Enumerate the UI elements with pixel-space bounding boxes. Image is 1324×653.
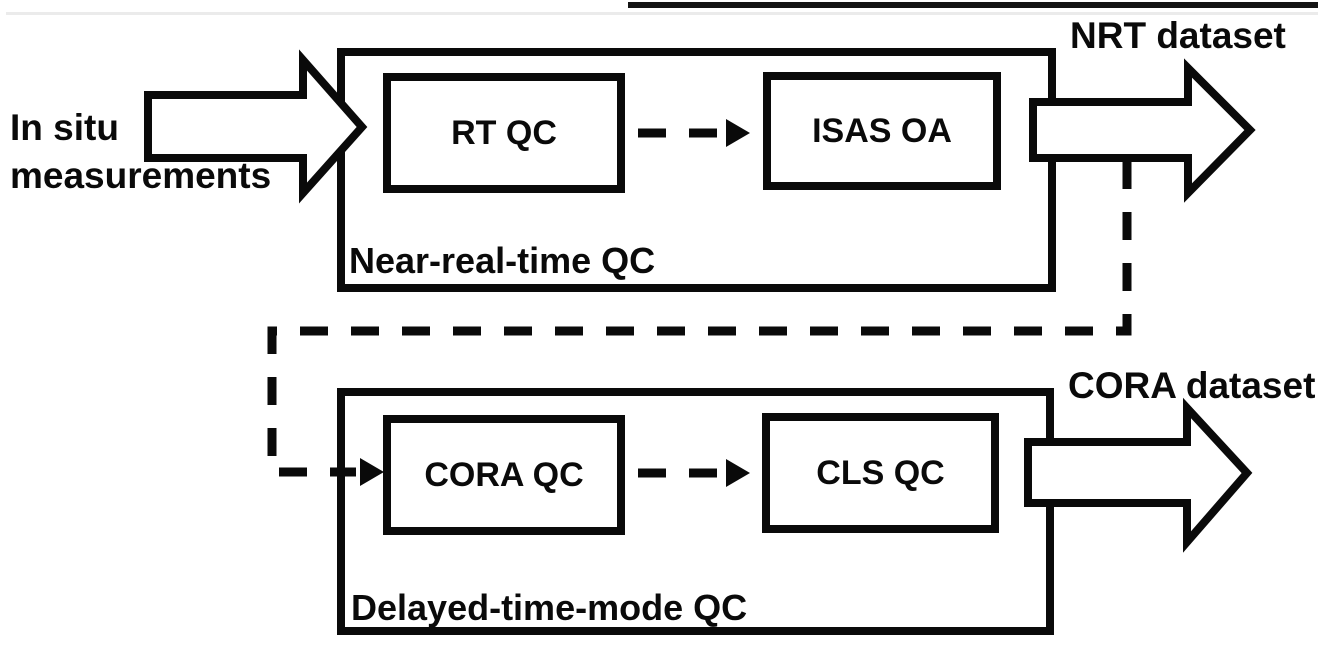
nrt-pipeline-title: Near-real-time QC [349, 240, 656, 281]
cora-output-arrow-icon [1024, 397, 1253, 553]
isas-oa-label: ISAS OA [812, 111, 952, 150]
top-black-rule [628, 2, 1318, 8]
top-gray-rule [6, 12, 1318, 15]
isas-oa-box: ISAS OA [763, 72, 1001, 190]
cora-qc-box: CORA QC [383, 415, 625, 535]
rt-qc-label: RT QC [451, 113, 557, 152]
cls-qc-label: CLS QC [816, 453, 945, 492]
cls-qc-box: CLS QC [762, 413, 999, 533]
dtm-pipeline-title: Delayed-time-mode QC [351, 587, 748, 628]
input-measurements-label: In situ measurements [10, 107, 272, 196]
rt-qc-box: RT QC [383, 73, 625, 193]
nrt-dataset-label: NRT dataset [1070, 15, 1286, 56]
cora-dataset-label: CORA dataset [1068, 365, 1316, 406]
cora-qc-label: CORA QC [424, 455, 584, 494]
nrt-output-arrow-icon [1029, 58, 1256, 203]
